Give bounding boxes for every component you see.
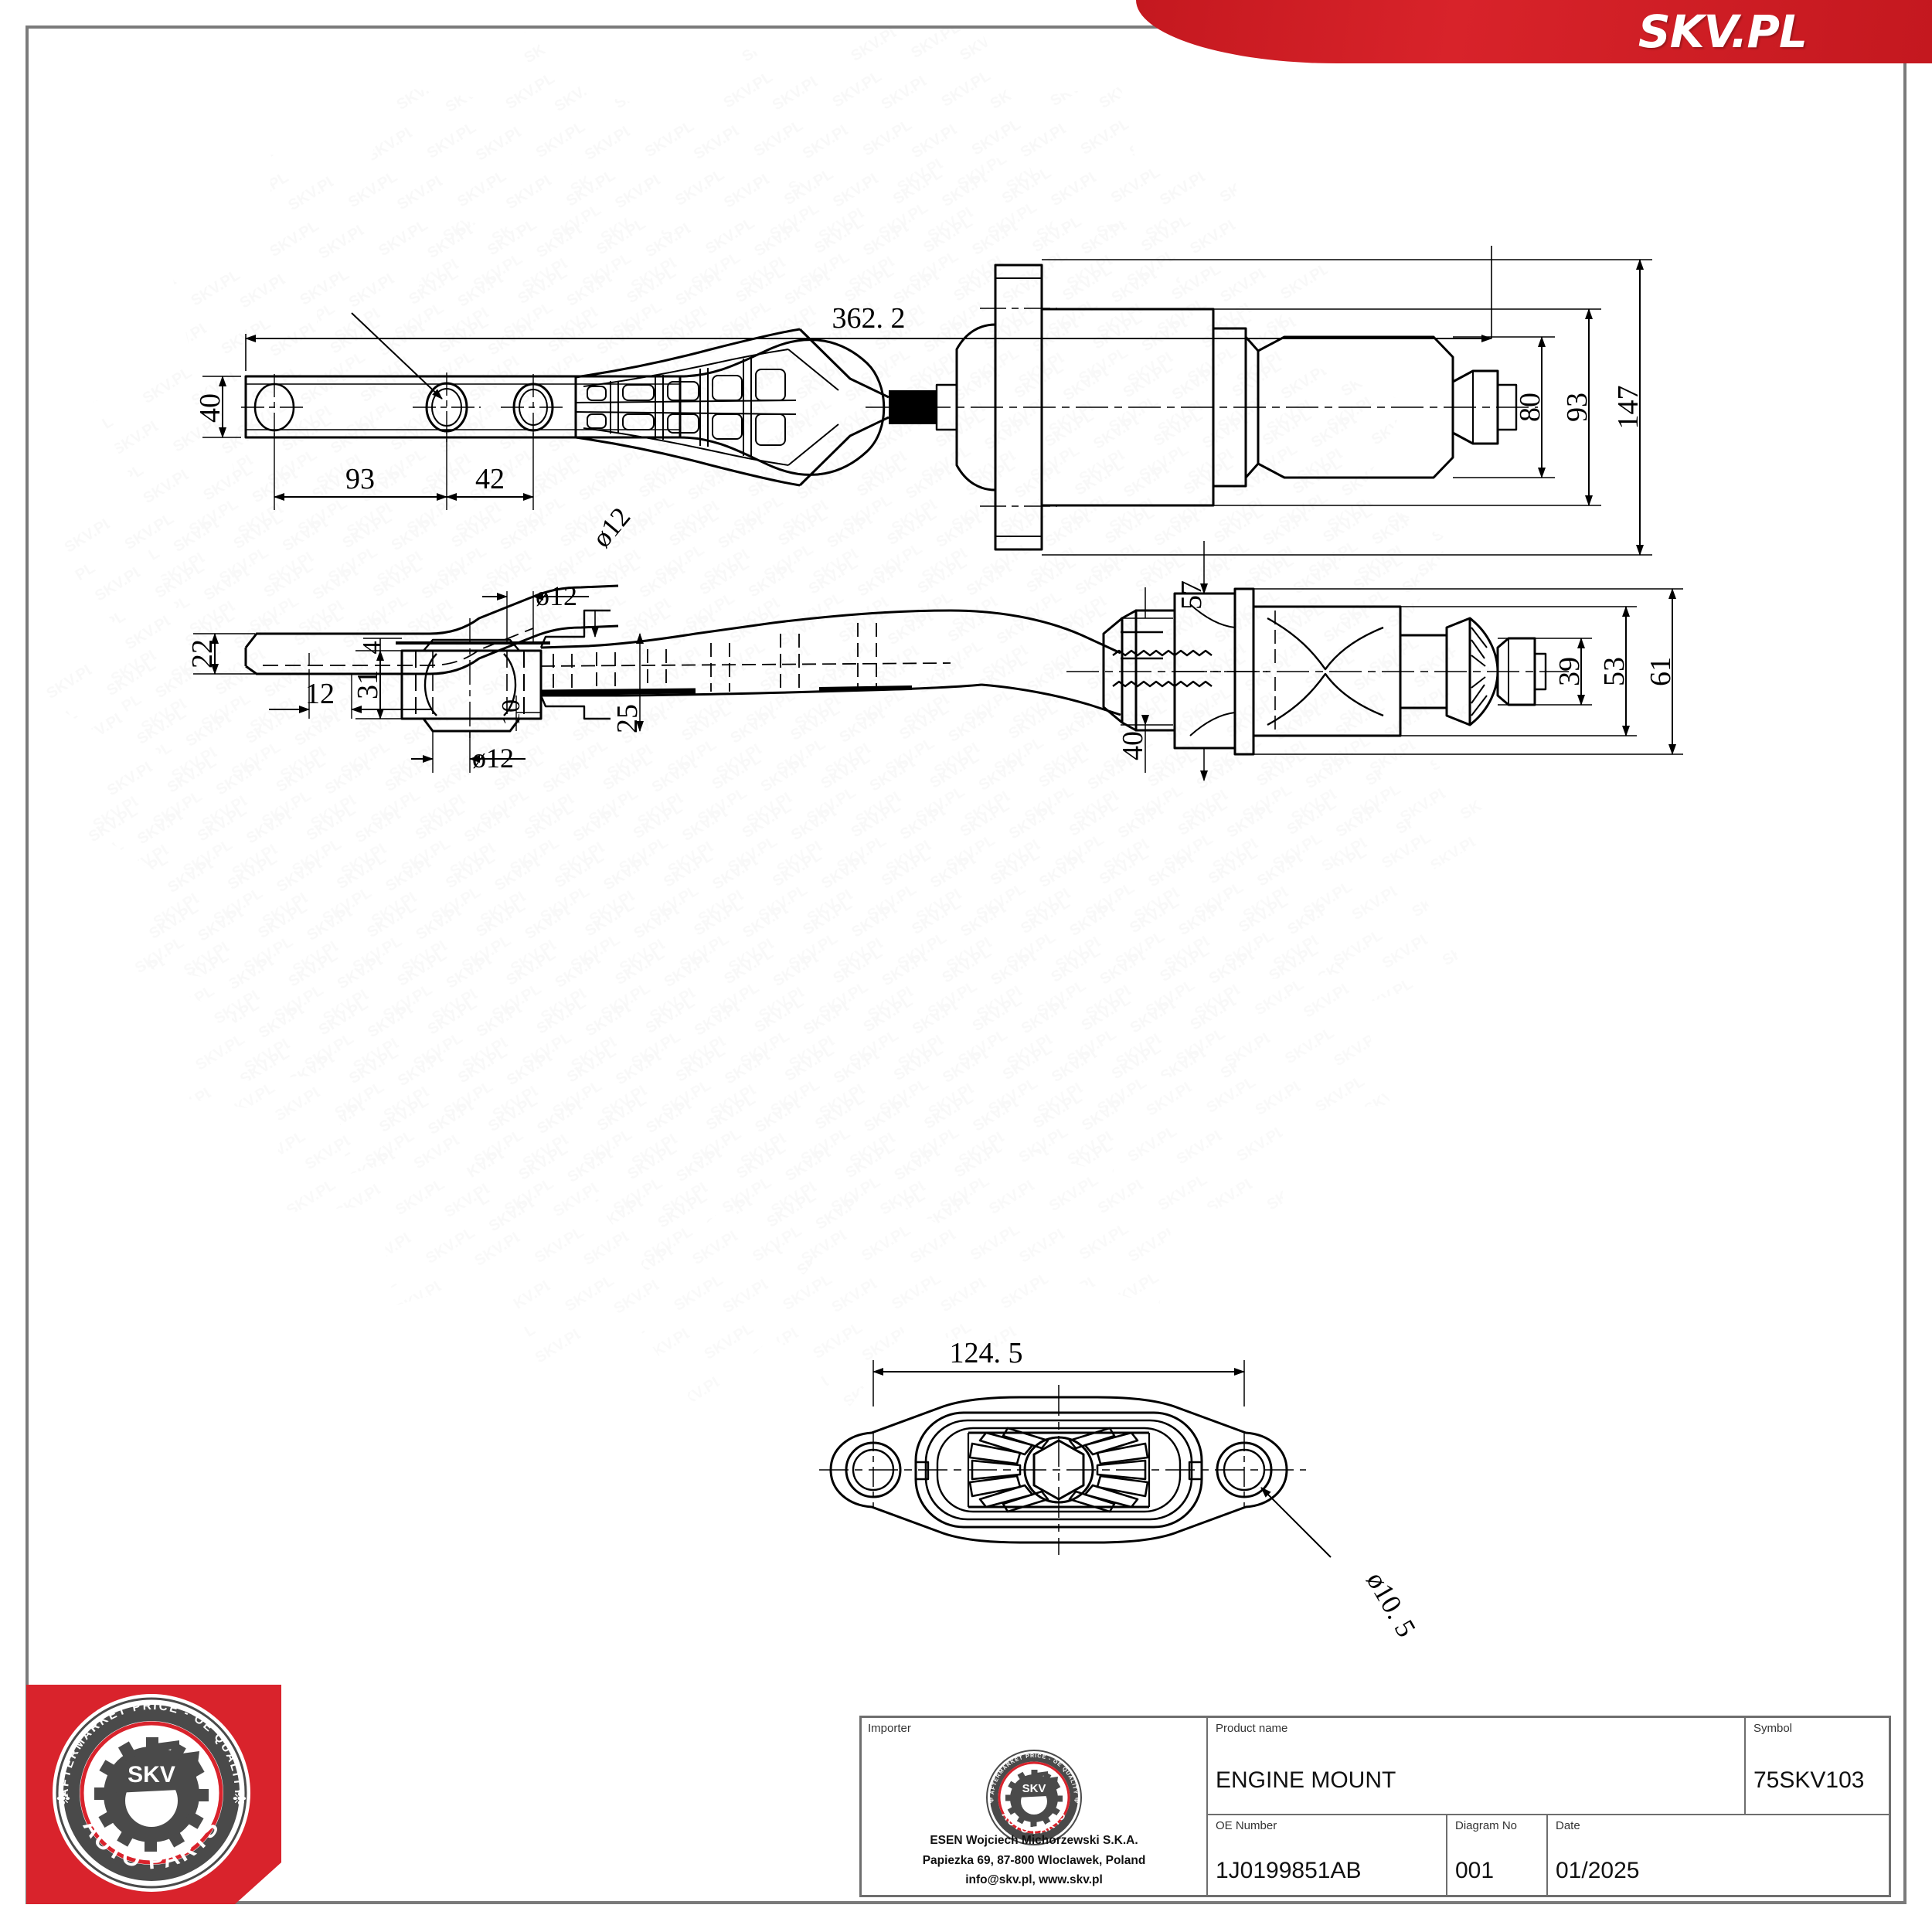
dim-side-bracket-thickness: 22 [186, 639, 219, 668]
dim-end-hole-diameter: ø10. 5 [1361, 1566, 1423, 1642]
diagram-no-value: 001 [1455, 1858, 1495, 1883]
title-block-importer-cell: Importer [862, 1718, 1208, 1895]
dim-top-body-height-1: 80 [1514, 393, 1546, 422]
dim-side-arm-thickness: 25 [611, 704, 644, 733]
oe-number-value: 1J0199851AB [1216, 1858, 1362, 1883]
dim-top-hole-spacing-2: 42 [475, 463, 505, 495]
end-view-dimensions [872, 1360, 1332, 1558]
dim-side-hole-diameter-lower: ø12 [472, 743, 514, 774]
dim-top-hole-spacing-1: 93 [345, 463, 375, 495]
oe-number-label: OE Number [1216, 1819, 1277, 1832]
dim-end-overall-width: 124. 5 [950, 1337, 1023, 1369]
date-cell: Date 01/2025 [1548, 1815, 1889, 1895]
dim-side-flange-width: 57 [1175, 580, 1208, 610]
diagram-no-label: Diagram No [1455, 1819, 1518, 1832]
title-block: Importer [859, 1716, 1891, 1897]
dim-side-body-height-1: 39 [1553, 657, 1586, 686]
importer-seal-icon: SKV AFTERMARKET PRICE - OE QUALITY AUTO … [985, 1748, 1083, 1847]
importer-address: Papiezka 69, 87-800 Wloclawek, Poland [922, 1853, 1146, 1867]
dim-top-body-height-3: 147 [1612, 386, 1645, 430]
quality-badge: SKV AFTERMARKET PRICE - OE QUALITY AUTO … [26, 1685, 281, 1904]
oe-number-cell: OE Number 1J0199851AB [1208, 1815, 1447, 1895]
diagram-no-cell: Diagram No 001 [1447, 1815, 1548, 1895]
dim-side-flange-offset: 40 [1117, 731, 1149, 760]
dim-side-hole-diameter-upper: ø12 [536, 580, 577, 611]
skv-banner: SKV.PL [962, 0, 1932, 63]
dim-top-body-height-2: 93 [1561, 393, 1594, 422]
dim-side-bush-height: 31 [352, 670, 384, 699]
badge-center-text: SKV [128, 1762, 175, 1787]
side-view-geometry [244, 584, 1569, 756]
brand-logo-text: SKV.PL [1638, 5, 1808, 58]
end-view-geometry [819, 1385, 1306, 1555]
product-name-label: Product name [1216, 1722, 1288, 1735]
banner-shape [1136, 0, 1932, 63]
badge-seal-icon: SKV AFTERMARKET PRICE - OE QUALITY AUTO … [53, 1694, 250, 1892]
importer-name: ESEN Wojciech Michorzewski S.K.A. [930, 1834, 1138, 1848]
importer-contact: info@skv.pl, www.skv.pl [965, 1873, 1103, 1887]
top-view-geometry [241, 264, 1538, 551]
svg-text:❉: ❉ [233, 1789, 247, 1808]
product-name-value: ENGINE MOUNT [1216, 1767, 1396, 1793]
dim-side-body-height-3: 61 [1645, 657, 1677, 686]
svg-text:❉: ❉ [56, 1789, 70, 1808]
product-name-cell: Product name ENGINE MOUNT [1208, 1718, 1746, 1814]
svg-text:❉: ❉ [1074, 1797, 1080, 1805]
dim-side-hole-offset: 12 [305, 678, 335, 710]
symbol-cell: Symbol 75SKV103 [1746, 1718, 1889, 1814]
dim-side-body-height-2: 53 [1598, 657, 1631, 686]
title-block-fields: Product name ENGINE MOUNT Symbol 75SKV10… [1208, 1718, 1889, 1895]
symbol-value: 75SKV103 [1753, 1767, 1865, 1793]
dim-side-small-step: 4 [358, 641, 386, 655]
dim-top-overall-length: 362. 2 [832, 302, 906, 335]
badge-star-icons: ❉ ❉ [56, 1789, 247, 1808]
dim-top-hole-diameter: ø12 [586, 502, 636, 553]
date-label: Date [1556, 1819, 1580, 1832]
svg-text:❉: ❉ [988, 1797, 994, 1805]
top-view-dimensions [202, 246, 1652, 556]
importer-address-block: ESEN Wojciech Michorzewski S.K.A. Papiez… [862, 1831, 1206, 1890]
svg-text:SKV: SKV [1022, 1782, 1046, 1795]
dim-top-bracket-height: 40 [194, 393, 226, 423]
dim-side-bush-width: 10 [497, 699, 526, 726]
symbol-label: Symbol [1753, 1722, 1793, 1735]
date-value: 01/2025 [1556, 1858, 1640, 1883]
importer-label: Importer [868, 1722, 911, 1735]
side-view-dimensions [193, 541, 1683, 781]
